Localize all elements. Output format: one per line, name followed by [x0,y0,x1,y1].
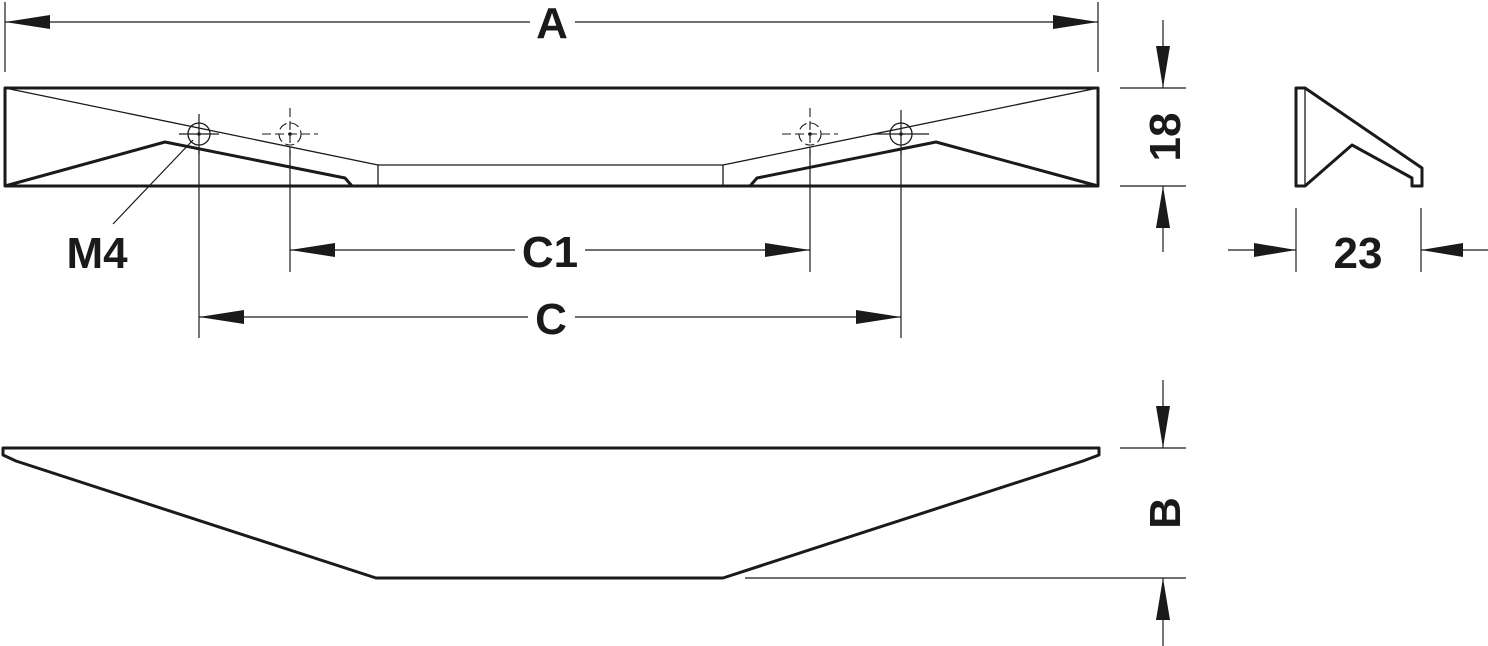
label-m4: M4 [66,229,128,278]
hole-outer-left [179,114,219,154]
label-a: A [536,0,568,48]
thread-callout: M4 [66,139,194,278]
front-view [3,86,1100,188]
dimension-18: 18 [1120,20,1190,252]
recess-left-edge [4,140,354,188]
front-view-outline [3,86,1100,188]
bottom-view-outline [1,446,1101,580]
label-c: C [535,295,567,344]
bottom-view [1,446,1101,580]
profile-outline [1294,86,1424,188]
hole-inner-left [262,108,318,156]
dimension-b: B [745,380,1190,646]
label-23: 23 [1334,229,1383,278]
label-18: 18 [1141,113,1190,162]
perspective-line-right [722,87,1099,166]
dimension-a: A [4,0,1099,72]
side-profile [1294,86,1424,188]
hole-outer-right [873,110,929,154]
hole-inner-right [782,108,838,156]
label-c1: C1 [522,228,578,277]
dimension-23: 23 [1228,208,1488,278]
recess-right-edge [748,140,1099,188]
label-b: B [1141,497,1190,529]
dimension-c: C [198,150,902,344]
dimension-c1: C1 [289,150,811,277]
